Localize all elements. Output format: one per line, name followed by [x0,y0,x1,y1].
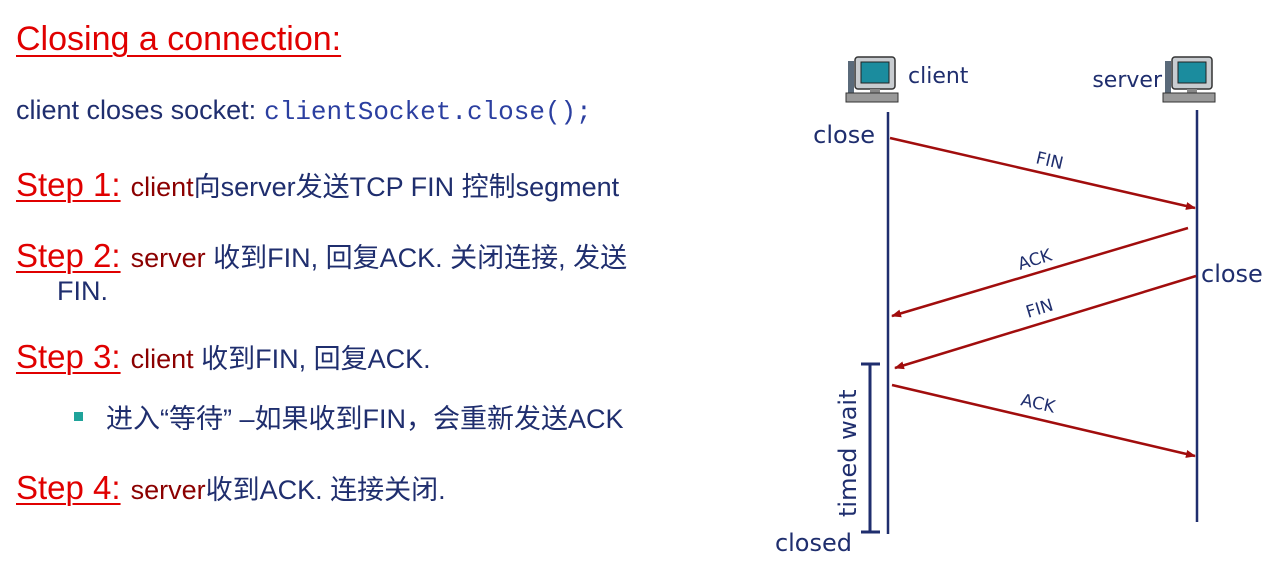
step-4-highlight: server [130,475,206,505]
step-3-highlight: client [130,344,194,374]
server-computer-icon [1162,56,1216,103]
bullet-text: 进入“等待” –如果收到FIN，会重新发送ACK [106,404,624,434]
step-4-text: 收到ACK. 连接关闭. [205,475,446,505]
step-2-label: Step 2: [16,237,121,274]
step-2-text: 收到FIN, 回复ACK. 关闭连接, 发送 [205,243,628,273]
step-1: Step 1: client向server发送TCP FIN 控制segment [16,165,619,204]
ack-arrow-server-to-client [891,226,1189,318]
fin-arrow-server-to-client [894,274,1197,370]
step-2-highlight: server [130,243,206,273]
ack-arrow-client-to-server [891,383,1196,458]
step-3: Step 3: client 收到FIN, 回复ACK. [16,337,431,376]
intro-code: clientSocket.close(); [264,97,592,127]
client-close-label: close [813,121,875,149]
ack-label-2: ACK [1019,390,1058,417]
step-2-continuation: FIN. [57,276,108,306]
intro-line: client closes socket:clientSocket.close(… [16,95,592,127]
step-1-text: 向server发送TCP FIN 控制segment [193,172,620,202]
step-2: Step 2: server 收到FIN, 回复ACK. 关闭连接, 发送 [16,236,627,275]
server-label: server [1092,68,1163,93]
step-3-text: 收到FIN, 回复ACK. [193,344,431,374]
step-4: Step 4: server收到ACK. 连接关闭. [16,468,446,507]
client-computer-icon [845,56,899,103]
step-3-bullet: 进入“等待” –如果收到FIN，会重新发送ACK [74,397,624,436]
step-1-highlight: client [130,172,194,202]
fin-label-2: FIN [1024,296,1056,323]
server-close-label: close [1201,260,1263,288]
step-3-label: Step 3: [16,338,121,375]
fin-arrow-client-to-server [889,136,1196,210]
page-title: Closing a connection: [16,20,342,58]
client-label: client [908,64,969,89]
intro-text: client closes socket: [16,95,257,125]
step-4-label: Step 4: [16,469,121,506]
fin-label-1: FIN [1034,148,1065,174]
closed-label: closed [775,529,852,557]
bullet-icon [74,412,83,421]
timed-wait-label: timed wait [834,390,862,518]
step-1-label: Step 1: [16,166,121,203]
timed-wait-bracket [861,362,880,534]
